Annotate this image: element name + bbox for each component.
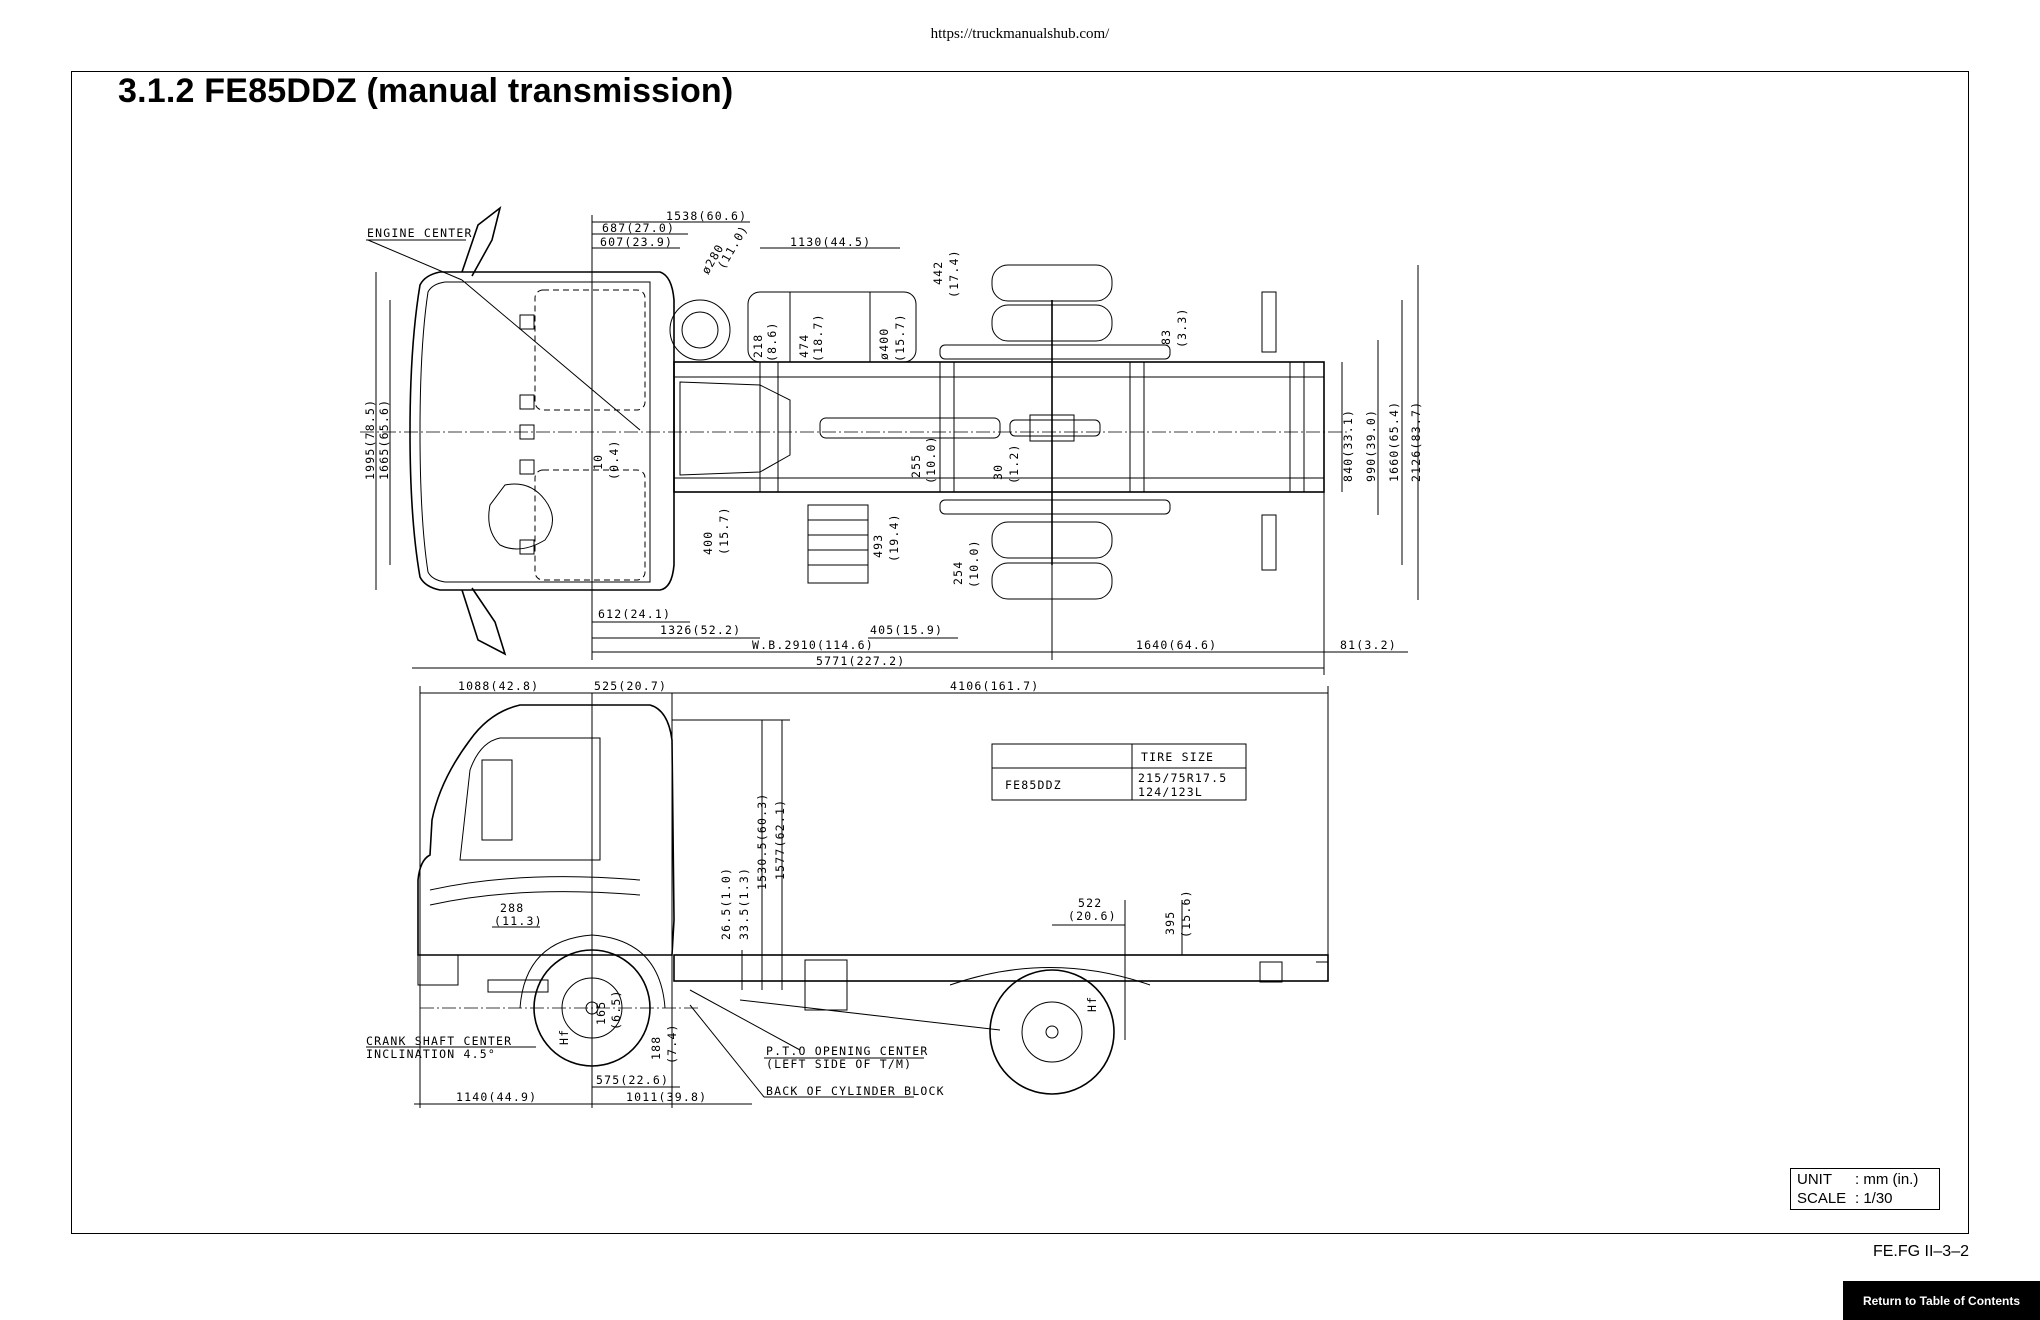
hf-front: Hf [557, 1029, 571, 1045]
dim-2126: 2126(83.7) [1409, 401, 1423, 482]
dim-1088: 1088(42.8) [458, 679, 539, 693]
dim-218-in: (8.6) [765, 321, 779, 362]
unit-value: : mm (in.) [1855, 1171, 1919, 1188]
page-frame [71, 71, 1969, 1234]
dim-612: 612(24.1) [598, 607, 671, 621]
dim-5771: 5771(227.2) [816, 654, 905, 668]
unit-scale-box: UNIT : mm (in.) SCALE : 1/30 [1790, 1168, 1940, 1210]
dim-1140: 1140(44.9) [456, 1090, 537, 1104]
pto-label: P.T.O OPENING CENTER [766, 1044, 928, 1058]
dim-10-in: (0.4) [607, 439, 621, 480]
dim-81: 81(3.2) [1340, 638, 1397, 652]
hf-rear: Hf [1085, 996, 1099, 1012]
dim-165: 165 [594, 1001, 608, 1025]
dim-255-in: (10.0) [924, 435, 938, 484]
dim-wheelbase: W.B.2910(114.6) [752, 638, 874, 652]
dim-687: 687(27.0) [602, 221, 675, 235]
dim-990: 990(39.0) [1364, 409, 1378, 482]
top-view: 1538(60.6) 687(27.0) 607(23.9) 1130(44.5… [360, 205, 1423, 675]
dim-1538: 1538(60.6) [666, 209, 747, 223]
dim-83-in: (3.3) [1175, 307, 1189, 348]
dim-188: 188 [649, 1036, 663, 1060]
dim-840: 840(33.1) [1341, 409, 1355, 482]
dim-442-in: (17.4) [947, 249, 961, 298]
pto-side-label: (LEFT SIDE OF T/M) [766, 1057, 912, 1071]
tire-size-2: 124/123L [1138, 785, 1203, 799]
dim-395: 395 [1163, 911, 1177, 935]
dim-1130: 1130(44.5) [790, 235, 871, 249]
section-title: 3.1.2 FE85DDZ (manual transmission) [118, 72, 734, 110]
page-number: FE.FG II–3–2 [1872, 1243, 1969, 1260]
dim-493-in: (19.4) [887, 513, 901, 562]
tire-size-table: TIRE SIZE FE85DDZ 215/75R17.5 124/123L [991, 743, 1247, 801]
dim-1660: 1660(65.4) [1387, 401, 1401, 482]
dim-1577: 1577(62.1) [773, 799, 787, 880]
dim-288: 288 [500, 901, 524, 915]
dim-522-in: (20.6) [1068, 909, 1117, 923]
tire-model: FE85DDZ [1005, 778, 1062, 792]
dim-83: 83 [1159, 329, 1173, 345]
dim-255: 255 [909, 454, 923, 478]
dim-400-dia: ø400 [877, 328, 891, 361]
dim-493: 493 [871, 534, 885, 558]
dim-4106: 4106(161.7) [950, 679, 1039, 693]
dim-522: 522 [1078, 896, 1102, 910]
scale-value: : 1/30 [1855, 1190, 1893, 1207]
dim-1665: 1665(65.6) [377, 399, 391, 480]
dim-30: 30 [991, 464, 1005, 480]
return-to-toc-button[interactable]: Return to Table of Contents [1843, 1281, 2040, 1320]
dim-575: 575(22.6) [596, 1073, 669, 1087]
dim-218: 218 [751, 334, 765, 358]
crank-shaft-label: CRANK SHAFT CENTER [366, 1034, 512, 1048]
unit-label: UNIT [1797, 1171, 1832, 1188]
dim-165-in: (6.5) [609, 989, 623, 1030]
dim-1011: 1011(39.8) [626, 1090, 707, 1104]
dim-405: 405(15.9) [870, 623, 943, 637]
dim-1326: 1326(52.2) [660, 623, 741, 637]
dim-10: 10 [591, 454, 605, 470]
tire-size-header: TIRE SIZE [1141, 750, 1214, 764]
dim-30-in: (1.2) [1007, 443, 1021, 484]
dim-33-5: 33.5(1.3) [737, 867, 751, 940]
side-view: 1088(42.8) 525(20.7) 4106(161.7) [366, 679, 1329, 1108]
dim-1530: 1530.5(60.3) [755, 793, 769, 890]
source-url: https://truckmanualshub.com/ [930, 26, 1110, 42]
dim-288-in: (11.3) [494, 914, 543, 928]
dim-525: 525(20.7) [594, 679, 667, 693]
dim-474: 474 [797, 334, 811, 358]
dim-400: 400 [701, 531, 715, 555]
back-cylinder-label: BACK OF CYLINDER BLOCK [766, 1084, 945, 1098]
dim-254-in: (10.0) [967, 539, 981, 588]
dim-26-5: 26.5(1.0) [719, 867, 733, 940]
dim-607: 607(23.9) [600, 235, 673, 249]
dim-395-in: (15.6) [1179, 889, 1193, 938]
dim-1995: 1995(78.5) [363, 399, 377, 480]
dim-474-in: (18.7) [811, 313, 825, 362]
dim-400-dia-in: (15.7) [893, 313, 907, 362]
tire-size-1: 215/75R17.5 [1138, 771, 1227, 785]
dim-400-in: (15.7) [717, 506, 731, 555]
crank-inclination-label: INCLINATION 4.5° [366, 1047, 496, 1061]
dim-188-in: (7.4) [665, 1023, 679, 1064]
engine-center-label: ENGINE CENTER [367, 226, 473, 240]
dim-1640: 1640(64.6) [1136, 638, 1217, 652]
dim-254: 254 [951, 561, 965, 585]
dim-442: 442 [931, 261, 945, 285]
scale-label: SCALE [1797, 1190, 1847, 1207]
